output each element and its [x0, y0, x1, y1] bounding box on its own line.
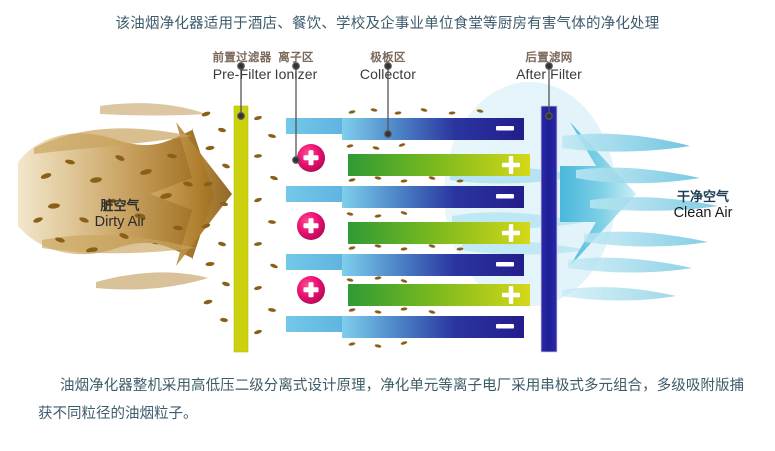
- collector-positive-plate: [348, 222, 530, 244]
- collector-negative-plate: [342, 316, 524, 338]
- purifier-diagram: [0, 44, 775, 364]
- paragraph-line-1: 油烟净化器整机采用高低压二级分离式设计原理，净化单元等离子电厂采用串极式多元组合…: [60, 378, 686, 394]
- pointer-lines: [237, 62, 553, 164]
- label-dirty-air-en: Dirty Air: [94, 213, 146, 230]
- label-ionizer: 离子区 Ionizer: [258, 52, 334, 82]
- collector-positive-plate: [348, 154, 530, 176]
- label-clean-air: 干净空气 Clean Air: [648, 189, 758, 222]
- collector-negative-plate: [342, 254, 524, 276]
- label-dirty-air: 脏空气 Dirty Air: [68, 198, 172, 231]
- dirt-particles: [33, 153, 193, 253]
- label-ionizer-cn: 离子区: [278, 52, 314, 64]
- ionizer-electrode: [297, 276, 325, 304]
- label-after-filter-en: After Filter: [516, 65, 582, 82]
- pre-filter-bar: [233, 105, 249, 353]
- dirt-particles-post-filter: [254, 115, 278, 335]
- collector-negative-plate: [342, 118, 524, 140]
- after-filter-bar: [540, 105, 558, 353]
- label-collector: 极板区 Collector: [340, 52, 436, 82]
- label-collector-cn: 极板区: [370, 52, 406, 64]
- label-pre-filter: 前置过滤器 Pre-Filter: [196, 52, 288, 82]
- label-dirty-air-cn: 脏空气: [100, 198, 140, 213]
- page-title: 该油烟净化器适用于酒店、餐饮、学校及企事业单位食堂等厨房有害气体的净化处理: [115, 16, 660, 32]
- diagram-canvas: [18, 62, 718, 353]
- dirty-air-stream: [18, 103, 232, 323]
- description-paragraph: 油烟净化器整机采用高低压二级分离式设计原理，净化单元等离子电厂采用串极式多元组合…: [38, 372, 744, 429]
- collector-positive-plate: [348, 284, 530, 306]
- label-clean-air-cn: 干净空气: [676, 189, 729, 204]
- clean-air-stream: [560, 122, 718, 301]
- label-pre-filter-cn: 前置过滤器: [212, 52, 272, 64]
- ionizer-electrode: [297, 212, 325, 240]
- label-collector-en: Collector: [359, 65, 417, 82]
- dirt-particles-outer: [201, 111, 230, 323]
- label-pre-filter-en: Pre-Filter: [212, 65, 272, 82]
- ionizer-electrode: [297, 144, 325, 172]
- paragraph-line-2: 吸附版捕获不同粒径的油烟粒子。: [38, 378, 745, 423]
- label-after-filter: 后置滤网 After Filter: [497, 52, 601, 82]
- label-ionizer-en: Ionizer: [274, 65, 318, 82]
- label-after-filter-cn: 后置滤网: [525, 52, 573, 64]
- collector-negative-plate: [342, 186, 524, 208]
- dirt-particles-collector: [346, 108, 484, 348]
- label-clean-air-en: Clean Air: [673, 204, 733, 221]
